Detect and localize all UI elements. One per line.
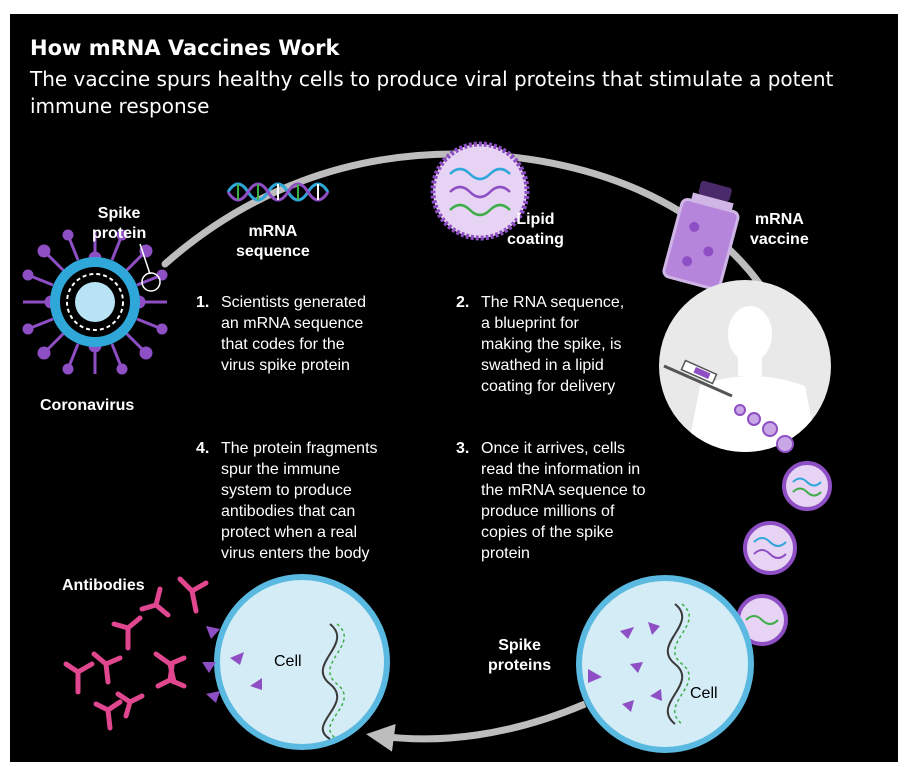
label-coronavirus: Coronavirus xyxy=(40,397,135,414)
label-cell-right: Cell xyxy=(690,685,718,702)
mrna-strand-icon xyxy=(226,182,330,202)
step-number: 4. xyxy=(196,440,210,457)
step-text: The RNA sequence, a blueprint for making… xyxy=(481,294,625,395)
page-subtitle: The vaccine spurs healthy cells to produ… xyxy=(30,67,834,118)
step-number: 2. xyxy=(456,294,470,311)
injected-particles xyxy=(734,404,794,453)
cell-icon xyxy=(576,575,754,753)
infographic-panel: How mRNA Vaccines Work The vaccine spurs… xyxy=(10,14,898,762)
step-number: 3. xyxy=(456,440,470,457)
lipid-nanoparticle-icon xyxy=(743,521,797,575)
label-mrna-sequence: mRNA sequence xyxy=(236,223,310,260)
spike-protein-icon xyxy=(202,626,262,703)
cycle-arrow-bottom xyxy=(366,700,587,752)
label-antibodies: Antibodies xyxy=(62,577,145,594)
lipid-nanoparticle-icon xyxy=(430,141,530,241)
label-spike-protein: Spike protein xyxy=(92,205,147,242)
cell-icon xyxy=(214,574,390,750)
spike-protein-pointer xyxy=(139,243,151,275)
label-mrna-vaccine: mRNA vaccine xyxy=(750,211,809,248)
spike-protein-icon xyxy=(588,622,662,712)
antibody-icon xyxy=(63,576,209,731)
step-text: Once it arrives, cells read the informat… xyxy=(481,440,646,562)
coronavirus-icon xyxy=(22,229,168,375)
syringe-icon xyxy=(663,359,733,398)
lipid-nanoparticle-icon xyxy=(782,461,832,511)
step-3: 3. Once it arrives, cells read the infor… xyxy=(456,438,696,568)
vaccine-vial-icon xyxy=(662,180,740,291)
spike-protein-callout xyxy=(141,272,161,292)
step-text: The protein fragments spur the immune sy… xyxy=(221,440,378,562)
label-cell-left: Cell xyxy=(274,653,302,670)
step-4: 4. The protein fragments spur the immune… xyxy=(196,438,436,568)
step-2: 2. The RNA sequence, a blueprint for mak… xyxy=(456,292,686,402)
step-1: 1. Scientists generated an mRNA sequence… xyxy=(196,292,426,382)
diagram-artwork xyxy=(22,141,832,753)
lipid-nanoparticle-icon xyxy=(736,594,788,646)
step-number: 1. xyxy=(196,294,210,311)
step-text: Scientists generated an mRNA sequence th… xyxy=(221,294,366,374)
page-title: How mRNA Vaccines Work xyxy=(30,36,340,60)
label-lipid-coating: Lipid coating xyxy=(507,211,564,248)
label-spike-proteins: Spike proteins xyxy=(488,637,552,674)
